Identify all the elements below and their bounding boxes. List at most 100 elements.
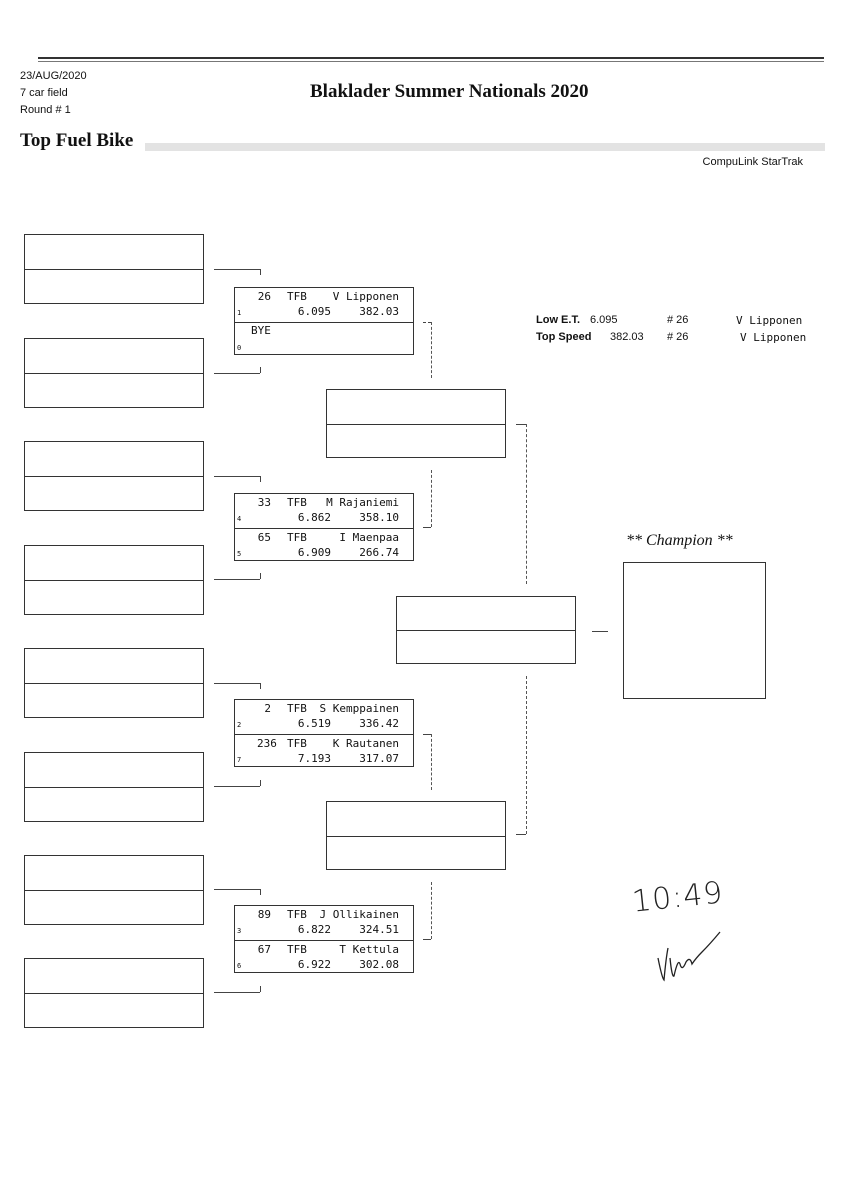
bracket-line <box>397 630 575 631</box>
bracket-line <box>260 683 261 689</box>
event-date: 23/AUG/2020 <box>20 70 87 82</box>
empty-slot <box>24 752 204 822</box>
speed: 266.74 <box>359 546 399 559</box>
num: 67 <box>257 943 271 956</box>
connector <box>431 322 432 378</box>
final-slot <box>396 596 576 664</box>
empty-slot <box>24 855 204 925</box>
num: 2 <box>264 702 271 715</box>
bracket-line <box>260 780 261 786</box>
bracket-line <box>25 476 203 477</box>
empty-slot <box>24 441 204 511</box>
signature <box>657 931 721 982</box>
num: 236 <box>257 737 277 750</box>
connector <box>214 786 260 787</box>
connector <box>431 470 432 527</box>
connector <box>214 992 260 993</box>
et: 6.909 <box>297 546 331 559</box>
empty-slot <box>24 958 204 1028</box>
bracket-line <box>423 322 431 323</box>
speed: 324.51 <box>359 923 399 936</box>
event-title: Blaklader Summer Nationals 2020 <box>310 81 589 102</box>
seed: 7 <box>237 756 242 764</box>
speed: 382.03 <box>359 305 399 318</box>
num: # 26 <box>667 331 689 343</box>
seed: 4 <box>237 515 242 523</box>
connector <box>214 373 260 374</box>
bracket-line <box>260 573 261 579</box>
bracket-line <box>25 269 203 270</box>
connector <box>214 683 260 684</box>
num: # 26 <box>667 314 689 326</box>
seed: 2 <box>237 721 242 729</box>
seed: 3 <box>237 927 242 935</box>
bracket-line <box>423 939 431 940</box>
value: 382.03 <box>610 331 644 343</box>
num: 65 <box>257 531 271 544</box>
header-rule <box>38 61 824 62</box>
seed: 0 <box>237 344 242 352</box>
bracket-line <box>260 269 261 275</box>
round-number: Round # 1 <box>20 104 71 116</box>
num: 33 <box>257 496 271 509</box>
bracket-line <box>516 834 526 835</box>
value: 6.095 <box>590 314 618 326</box>
racer-name: J Ollikainen <box>319 908 399 921</box>
bracket-line <box>25 787 203 788</box>
champion-box <box>623 562 766 699</box>
empty-slot <box>24 545 204 615</box>
cls: TFB <box>287 496 307 509</box>
cls: TFB <box>287 908 307 921</box>
racer-name: S Kemppainen <box>319 702 399 715</box>
connector <box>214 269 260 270</box>
connector <box>214 889 260 890</box>
name: V Lipponen <box>740 331 807 344</box>
num: 26 <box>257 290 271 303</box>
bracket-line <box>25 993 203 994</box>
cls: TFB <box>287 943 307 956</box>
cls: TFB <box>287 290 307 303</box>
et: 6.822 <box>297 923 331 936</box>
connector <box>526 424 527 584</box>
handwritten-time: 10:49 <box>630 875 726 920</box>
field-size: 7 car field <box>20 87 68 99</box>
empty-slot <box>24 648 204 718</box>
seed: 1 <box>237 309 242 317</box>
seed: 6 <box>237 962 242 970</box>
racer-name: T Kettula <box>339 943 399 956</box>
cls: TFB <box>287 531 307 544</box>
dotted-leader <box>145 143 825 151</box>
bracket-line <box>260 367 261 373</box>
bracket-line <box>260 889 261 895</box>
speed: 302.08 <box>359 958 399 971</box>
racer-name: I Maenpaa <box>339 531 399 544</box>
bracket-line <box>260 476 261 482</box>
bracket-line <box>516 424 526 425</box>
et: 6.862 <box>297 511 331 524</box>
connector <box>431 882 432 939</box>
racer-name: K Rautanen <box>332 737 399 750</box>
bracket-line <box>423 527 431 528</box>
et: 6.519 <box>297 717 331 730</box>
connector <box>526 676 527 834</box>
num: 89 <box>257 908 271 921</box>
bracket-line <box>423 734 431 735</box>
name: V Lipponen <box>736 314 803 327</box>
label: Top Speed <box>536 331 592 343</box>
header-rule <box>38 57 824 59</box>
stats-panel: Low E.T. 6.095 # 26 V Lipponen Top Speed… <box>536 314 806 348</box>
bracket-line <box>25 683 203 684</box>
empty-slot <box>24 338 204 408</box>
